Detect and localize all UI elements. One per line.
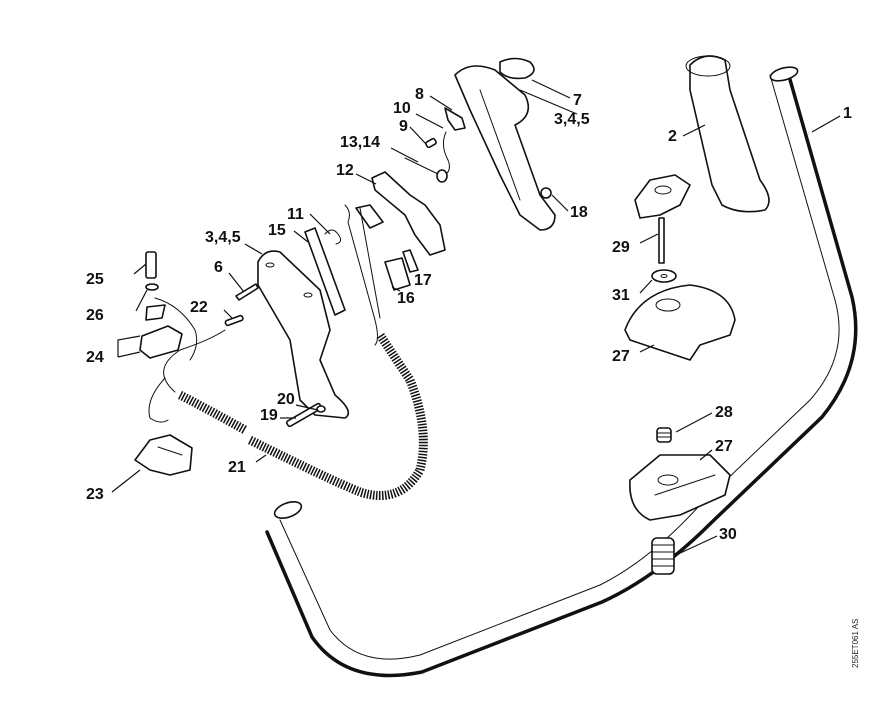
callout-21: 21 [228,459,246,476]
ground-contact-set [139,297,198,361]
contact-spring [384,257,411,291]
callout-23: 23 [86,486,104,503]
callout-9: 9 [399,118,408,135]
clamp-bracket [134,434,193,476]
screw-fillister [145,251,157,279]
torsion-spring-pin [404,157,448,183]
callout-2: 2 [668,128,677,145]
callout-8: 8 [415,86,424,103]
callout-31: 31 [612,287,630,304]
callout-19: 19 [260,407,278,424]
ground-wire [148,377,169,423]
callout-24: 24 [86,349,104,366]
callout-13-14: 13,14 [340,134,380,151]
drawing-code: 255ET061 AS [851,619,860,668]
throttle-lock [371,171,446,256]
slide-switch [304,227,346,316]
screw [235,283,259,301]
callout-26: 26 [86,307,104,324]
control-handle-upper-half [454,65,556,231]
handlebar-tube [265,66,858,678]
screw-small [425,137,437,149]
clamp-lower [629,454,731,521]
callout-20: 20 [277,391,295,408]
pin [224,314,244,327]
washer-small [316,405,326,413]
callout-10: 10 [393,100,411,117]
leader-lines [111,79,841,556]
handle-grip [685,55,770,213]
washer [145,283,159,291]
callout-3-4-5-lower: 3,4,5 [205,229,241,246]
callout-3-4-5-upper: 3,4,5 [554,111,590,128]
callout-15: 15 [268,222,286,239]
clamp-upper [624,284,736,361]
control-handle-lower-half [257,250,350,419]
callout-16: 16 [397,290,415,307]
callout-7: 7 [573,92,582,109]
callout-1: 1 [843,105,852,122]
spring-large [651,537,675,575]
nut [540,187,552,199]
throttle-cable [344,204,384,346]
torsion-spring [324,229,342,245]
washer-flat [651,269,677,283]
callout-22: 22 [190,299,208,316]
callout-27-upper: 27 [612,348,630,365]
throttle-cable-hose [163,329,428,500]
callout-6: 6 [214,259,223,276]
clip [444,107,466,131]
callout-18: 18 [570,204,588,221]
callout-17: 17 [414,272,432,289]
spring-small [656,427,672,443]
wing-screw [634,174,691,264]
callout-27-lower: 27 [715,438,733,455]
callout-28: 28 [715,404,733,421]
spring-wire [442,131,450,176]
callout-30: 30 [719,526,737,543]
callout-29: 29 [612,239,630,256]
callout-25: 25 [86,271,104,288]
callout-12: 12 [336,162,354,179]
knob [499,57,535,80]
callout-11: 11 [287,206,304,223]
